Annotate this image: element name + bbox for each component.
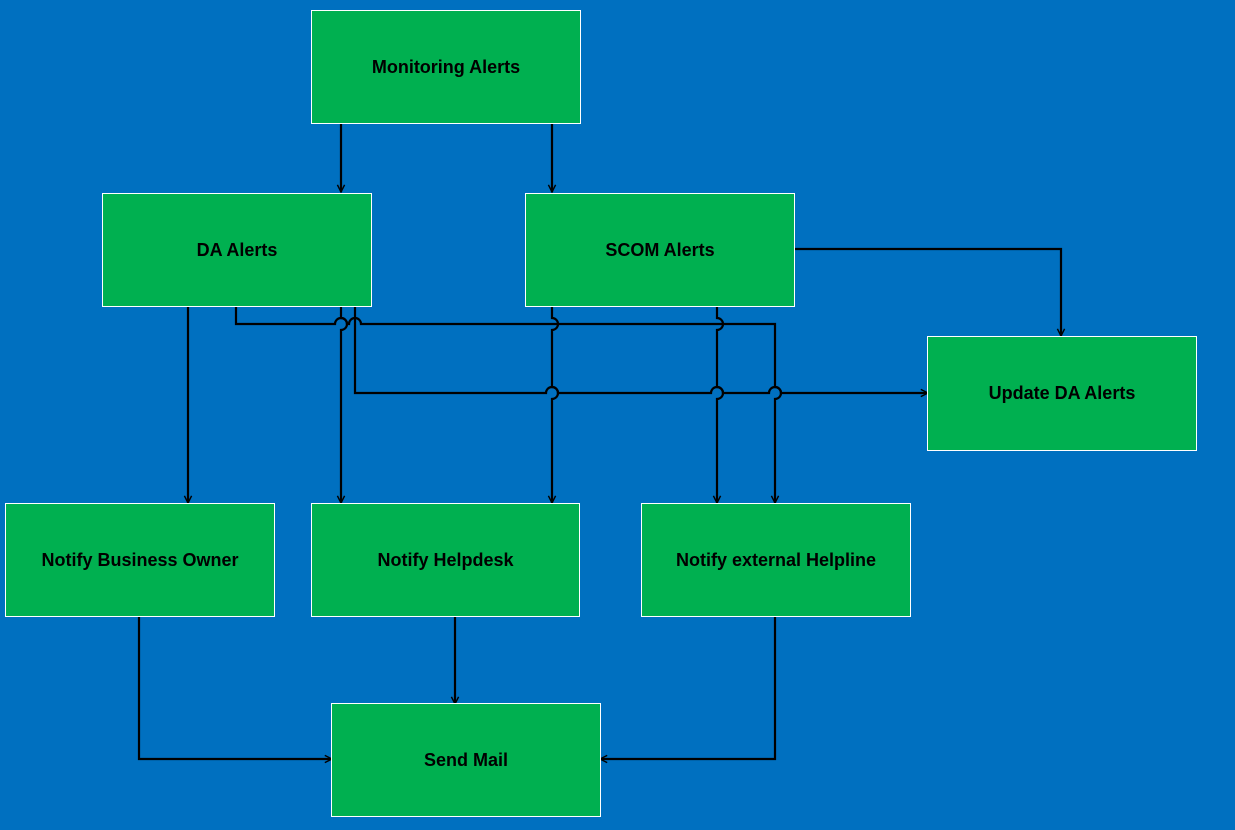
node-notify-helpdesk: Notify Helpdesk: [311, 503, 580, 617]
node-notify-business-owner: Notify Business Owner: [5, 503, 275, 617]
node-label: Notify Helpdesk: [377, 549, 514, 570]
arrow-scom-to-helpdesk: [552, 307, 560, 503]
arrow-external-to-mail: [600, 617, 777, 759]
node-monitoring-alerts: Monitoring Alerts: [311, 10, 581, 124]
node-label: Update DA Alerts: [988, 383, 1136, 403]
node-label: Send Mail: [423, 749, 508, 770]
node-da-alerts: DA Alerts: [102, 193, 372, 307]
arrow-business-owner-to-mail: [137, 617, 332, 759]
node-notify-external-helpline: Notify external Helpline: [641, 503, 911, 617]
node-update-da-alerts: Update DA Alerts: [927, 336, 1197, 451]
node-send-mail: Send Mail: [331, 703, 601, 817]
node-label: DA Alerts: [196, 239, 278, 260]
arrow-da-to-helpdesk: [341, 307, 349, 503]
arrow-scom-to-external: [717, 307, 725, 503]
node-scom-alerts: SCOM Alerts: [525, 193, 795, 307]
node-label: Notify external Helpline: [675, 549, 877, 570]
node-label: Notify Business Owner: [41, 549, 239, 570]
arrow-da-to-external: [234, 307, 783, 503]
node-label: SCOM Alerts: [605, 239, 715, 260]
arrow-da-to-update: [353, 307, 928, 393]
arrow-scom-to-update: [794, 247, 1061, 336]
node-label: Monitoring Alerts: [371, 56, 521, 77]
